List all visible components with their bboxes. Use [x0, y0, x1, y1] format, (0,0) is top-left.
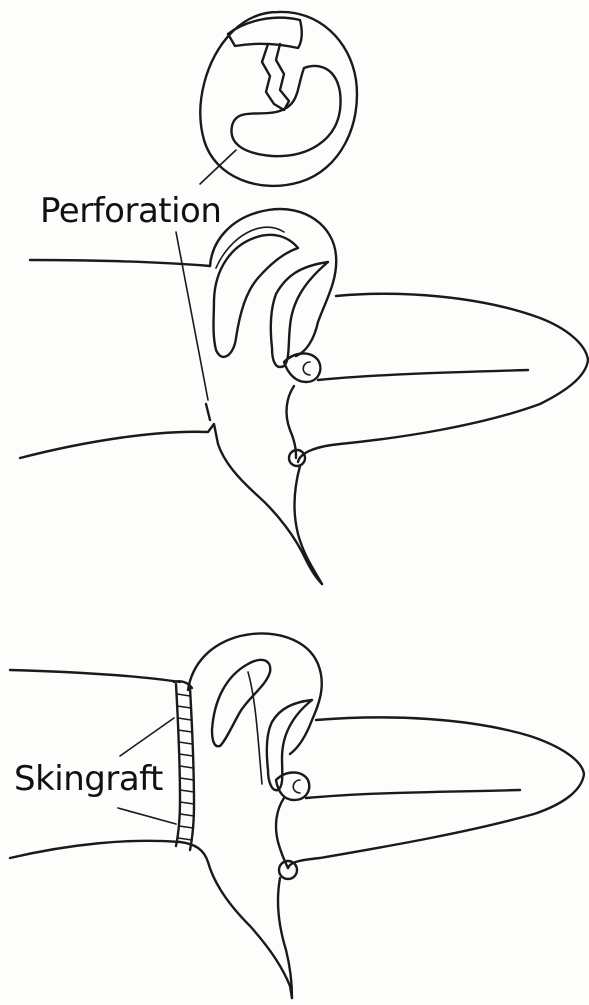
perforation-leader-line-lower — [176, 232, 208, 400]
graft-promontory-line — [276, 798, 288, 868]
membrane-rim — [228, 18, 302, 48]
graft-round-window — [279, 861, 297, 879]
graft-stapes-mark — [293, 780, 300, 793]
perforation-leader-line — [200, 150, 236, 184]
skin-graft-inner-edge — [190, 688, 194, 850]
cochlea-septum — [318, 370, 528, 380]
membrane-outline — [200, 12, 357, 186]
perforation-crack — [262, 44, 289, 110]
graft-malleus-head — [212, 660, 270, 746]
lower-membrane-remnant — [206, 404, 210, 420]
skin-graft-leader-lower — [118, 808, 176, 824]
skin-graft-leader-upper — [120, 718, 174, 756]
graft-cochlea-septum — [306, 790, 520, 798]
graft-canal-lower-wall — [10, 841, 292, 998]
skin-graft-outer-edge — [176, 684, 180, 846]
ear-cross-section-grafted — [10, 634, 584, 998]
perforation-hole — [231, 66, 340, 156]
skin-graft-strip — [174, 681, 194, 850]
malleus-head — [214, 235, 299, 357]
attic-outline — [210, 209, 336, 356]
skin-graft-label: Skingraft — [14, 759, 163, 799]
stapes-mark — [303, 362, 310, 375]
tympanic-membrane-view — [200, 12, 357, 186]
stapes-footplate — [284, 353, 320, 382]
incus-process — [271, 262, 328, 367]
graft-canal-upper-wall — [10, 670, 180, 682]
ear-cross-section-perforated — [20, 209, 588, 584]
promontory-line — [287, 386, 296, 458]
graft-tube-wall — [278, 878, 292, 998]
ear-canal-upper-wall — [30, 260, 210, 266]
perforation-label: Perforation — [40, 191, 221, 231]
ear-canal-lower-wall — [20, 424, 322, 584]
